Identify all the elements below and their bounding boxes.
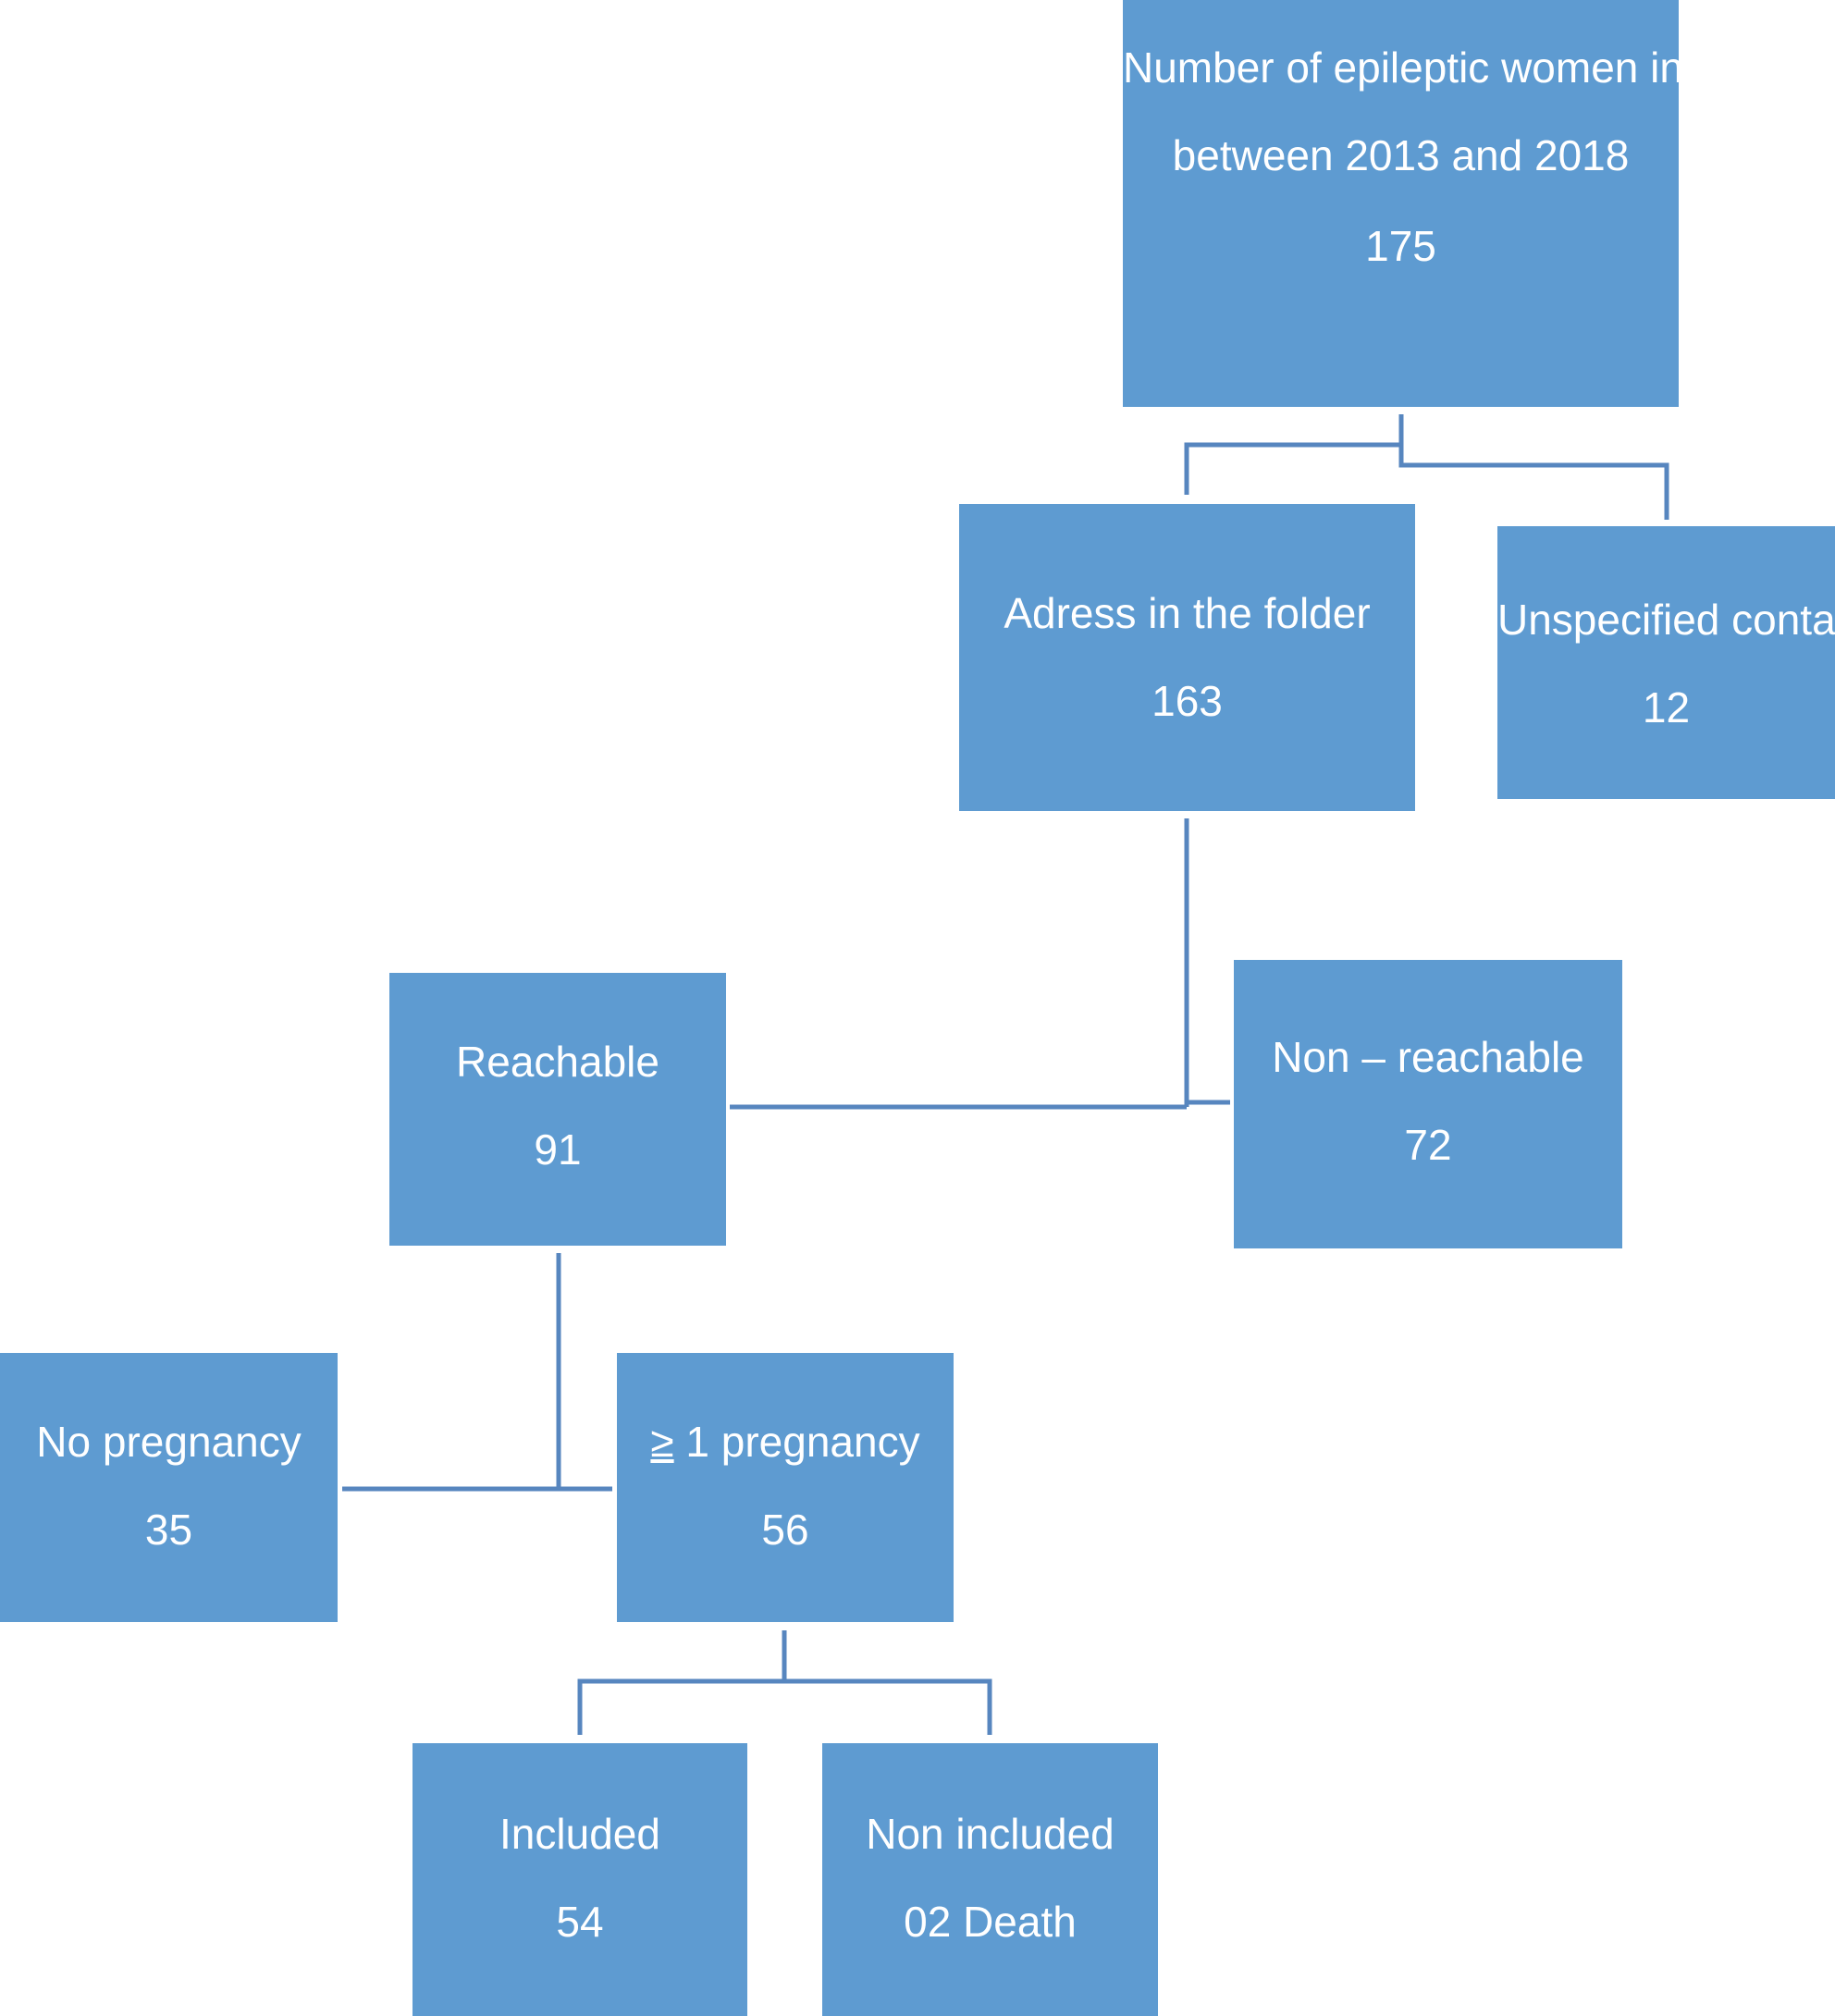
node-total-line-2: between 2013 and 2018 bbox=[1172, 131, 1630, 179]
connector-address-split bbox=[730, 818, 1230, 1110]
node-non-reachable: Non – reachable 72 bbox=[1234, 960, 1622, 1248]
node-unspecified-count: 12 bbox=[1642, 683, 1691, 731]
node-total-line-1: Number of epileptic women indexed bbox=[1123, 43, 1800, 92]
connector-total-split bbox=[1184, 414, 1669, 520]
node-no-pregnancy: No pregnancy 35 bbox=[0, 1353, 338, 1622]
node-reachable: Reachable 91 bbox=[389, 973, 726, 1246]
node-included-label: Included bbox=[499, 1810, 660, 1858]
node-reachable-count: 91 bbox=[534, 1125, 582, 1174]
node-total-count: 175 bbox=[1365, 222, 1436, 270]
node-pregnancy-count: 56 bbox=[761, 1506, 809, 1554]
node-pregnancy-label-line: ≥ 1 pregnancy bbox=[617, 1420, 954, 1463]
node-no-pregnancy-count: 35 bbox=[144, 1506, 193, 1554]
node-address-in-folder: Adress in the folder 163 bbox=[959, 504, 1415, 811]
node-no-pregnancy-label: No pregnancy bbox=[36, 1418, 302, 1466]
greater-equal-symbol: ≥ bbox=[650, 1418, 674, 1466]
node-non-reachable-label: Non – reachable bbox=[1272, 1033, 1584, 1081]
node-non-reachable-count: 72 bbox=[1404, 1121, 1452, 1169]
node-one-or-more-pregnancy: ≥ 1 pregnancy 56 bbox=[617, 1353, 954, 1622]
node-non-included-label: Non included bbox=[866, 1810, 1115, 1858]
node-unspecified-contacts: Unspecified contacts 12 bbox=[1497, 526, 1835, 799]
node-reachable-label: Reachable bbox=[456, 1038, 659, 1086]
connector-pregnancy-split bbox=[577, 1630, 992, 1735]
node-non-included-count: 02 Death bbox=[904, 1898, 1077, 1946]
node-included-count: 54 bbox=[556, 1898, 604, 1946]
node-pregnancy-label: 1 pregnancy bbox=[685, 1418, 920, 1466]
node-unspecified-label: Unspecified contacts bbox=[1497, 596, 1835, 644]
connector-reachable-split bbox=[342, 1253, 612, 1492]
node-non-included: Non included 02 Death bbox=[822, 1743, 1158, 2016]
node-address-count: 163 bbox=[1151, 677, 1223, 725]
node-total-women: Number of epileptic women indexed betwee… bbox=[1123, 0, 1800, 407]
node-included: Included 54 bbox=[413, 1743, 747, 2016]
node-address-label: Adress in the folder bbox=[1004, 589, 1371, 637]
